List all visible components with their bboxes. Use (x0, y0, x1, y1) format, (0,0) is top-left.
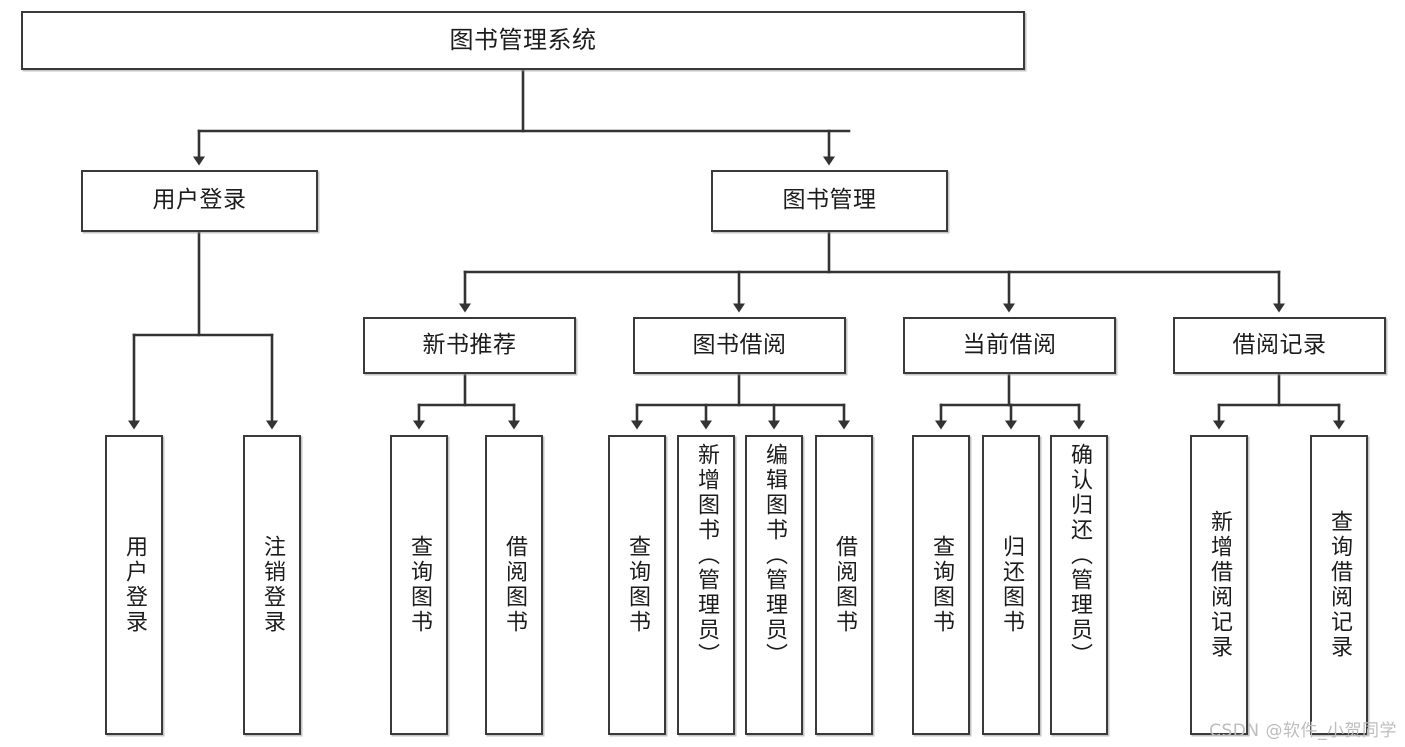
leaf-book-borrow-query[interactable]: 查询图书 (608, 435, 666, 735)
leaf-current-borrow-return[interactable]: 归还图书 (982, 435, 1040, 735)
leaf-label: 确认归还（管理员） (1066, 443, 1092, 668)
leaf-current-borrow-confirm[interactable]: 确认归还（管理员） (1050, 435, 1108, 735)
leaf-new-book-borrow[interactable]: 借阅图书 (485, 435, 543, 735)
leaf-label: 编辑图书（管理员） (761, 443, 787, 668)
node-new-book-recommend[interactable]: 新书推荐 (363, 317, 576, 374)
node-current-borrow-label: 当前借阅 (962, 331, 1057, 358)
leaf-label: 用户登录 (121, 535, 147, 635)
leaf-label: 查询图书 (624, 535, 650, 635)
leaf-label: 查询借阅记录 (1326, 510, 1352, 660)
leaf-user-login-login[interactable]: 用户登录 (105, 435, 163, 735)
leaf-borrow-record-add[interactable]: 新增借阅记录 (1190, 435, 1248, 735)
leaf-user-login-logout[interactable]: 注销登录 (243, 435, 301, 735)
node-book-borrow[interactable]: 图书借阅 (633, 317, 846, 374)
leaf-label: 注销登录 (259, 535, 285, 635)
node-borrow-record-label: 借阅记录 (1232, 331, 1327, 358)
leaf-label: 查询图书 (928, 535, 954, 635)
leaf-new-book-query[interactable]: 查询图书 (390, 435, 448, 735)
leaf-book-borrow-borrow[interactable]: 借阅图书 (815, 435, 873, 735)
node-root-system[interactable]: 图书管理系统 (21, 11, 1025, 70)
leaf-label: 查询图书 (406, 535, 432, 635)
watermark-text: CSDN @软件_小贺同学 (1209, 721, 1397, 741)
node-book-borrow-label: 图书借阅 (692, 331, 787, 358)
leaf-current-borrow-query[interactable]: 查询图书 (912, 435, 970, 735)
leaf-book-borrow-add[interactable]: 新增图书（管理员） (677, 435, 735, 735)
node-current-borrow[interactable]: 当前借阅 (903, 317, 1116, 374)
node-new-book-recommend-label: 新书推荐 (422, 331, 517, 358)
node-user-login[interactable]: 用户登录 (81, 170, 318, 232)
leaf-borrow-record-query[interactable]: 查询借阅记录 (1310, 435, 1368, 735)
leaf-label: 借阅图书 (831, 535, 857, 635)
node-root-label: 图书管理系统 (449, 26, 597, 55)
leaf-label: 借阅图书 (501, 535, 527, 635)
leaf-label: 归还图书 (998, 535, 1024, 635)
leaf-label: 新增图书（管理员） (693, 443, 719, 668)
node-book-manage[interactable]: 图书管理 (711, 170, 948, 232)
node-user-login-label: 用户登录 (152, 187, 247, 214)
leaf-label: 新增借阅记录 (1206, 510, 1232, 660)
node-borrow-record[interactable]: 借阅记录 (1173, 317, 1386, 374)
node-book-manage-label: 图书管理 (782, 187, 877, 214)
leaf-book-borrow-edit[interactable]: 编辑图书（管理员） (745, 435, 803, 735)
